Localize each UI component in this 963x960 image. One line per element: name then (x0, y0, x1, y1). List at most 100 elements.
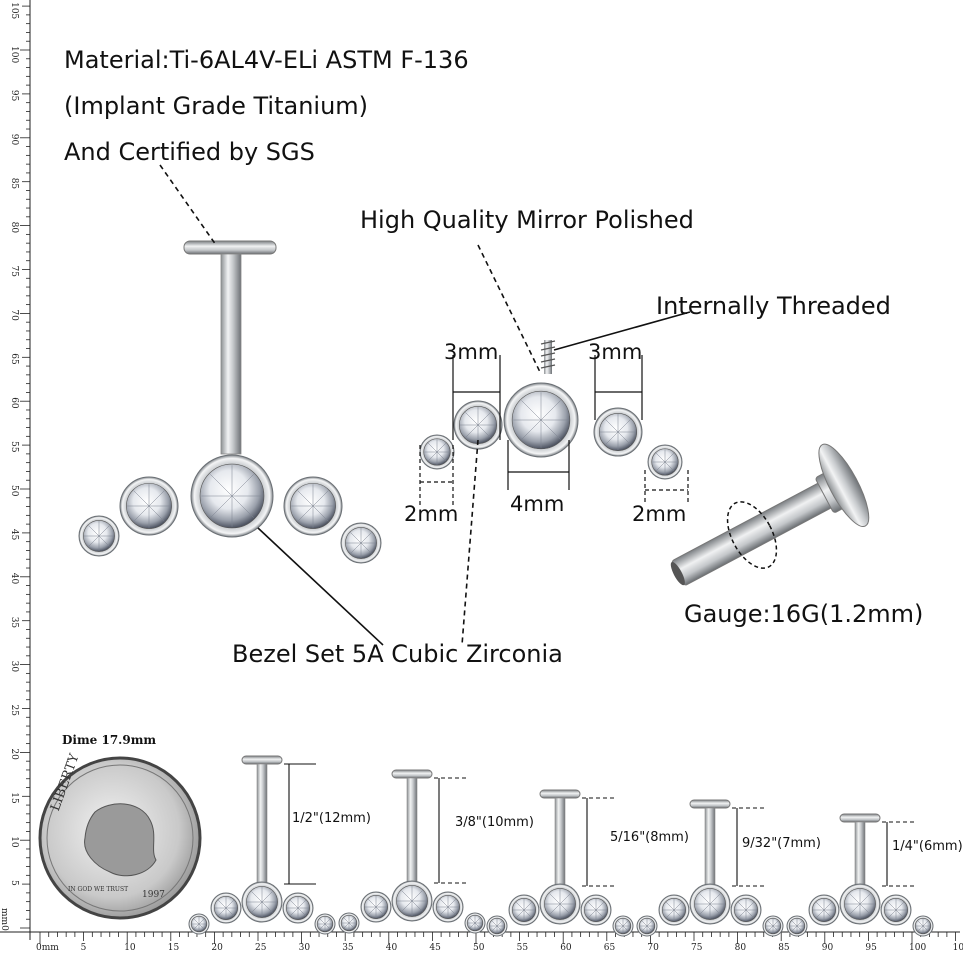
threaded-top-view (419, 340, 683, 480)
top-gem-large-center (503, 382, 579, 458)
ruler-left-label: 80 (9, 222, 19, 234)
dime-coin (38, 756, 202, 920)
top-gem-medium-left (453, 400, 503, 450)
size-label-6mm: 1/4"(6mm) (892, 839, 963, 854)
stud-gem (730, 894, 762, 926)
ruler-left-label: 65 (9, 353, 19, 365)
ruler-bottom-unit: 0mm (36, 943, 59, 953)
ruler-left-label: 75 (9, 266, 19, 278)
flat-back-post (670, 443, 870, 586)
coin-year: 1997 (142, 890, 165, 900)
ruler-bottom-label: 45 (429, 943, 441, 953)
stud-gem (539, 883, 581, 925)
size-stud-5 (786, 813, 934, 937)
gem-small-left (78, 515, 120, 557)
stud-gem (658, 894, 690, 926)
top-gem-small-right (647, 444, 683, 480)
ruler-left-label: 60 (9, 397, 19, 409)
ruler-bottom-label: 25 (255, 943, 267, 953)
dim-center-bottom: 4mm (510, 492, 565, 516)
dim-left-bottom: 2mm (404, 502, 459, 526)
ruler-bottom-label: 50 (473, 943, 485, 953)
size-stud-4 (636, 799, 784, 937)
main-labret-stud (78, 240, 382, 564)
ruler-bottom-label: 40 (386, 943, 398, 953)
stud-gem (880, 894, 912, 926)
ruler-left-label: 10 (9, 836, 19, 848)
size-stud-3 (486, 789, 634, 937)
gem-medium-right (283, 476, 343, 536)
stud-gem (360, 891, 392, 923)
ruler-left-label: 40 (9, 573, 19, 585)
stud-gem (241, 881, 283, 923)
ruler-left-label: 25 (9, 705, 19, 717)
ruler-bottom-label: 15 (168, 943, 180, 953)
size-label-12mm: 1/2"(12mm) (292, 811, 371, 826)
gem-small-right (340, 522, 382, 564)
stud-gem (612, 915, 634, 937)
ruler-bottom-label: 10 (124, 943, 136, 953)
dime-caption: Dime 17.9mm (62, 733, 157, 747)
ruler-left-label: 30 (9, 661, 19, 673)
stud-gem (338, 912, 360, 934)
ruler-bottom-label: 35 (342, 943, 354, 953)
ruler-bottom-label: 65 (604, 943, 616, 953)
stud-gem (508, 894, 540, 926)
ruler-left-unit: mm0 (0, 908, 9, 931)
material-line-1: Material:Ti-6AL4V-ELi ASTM F-136 (64, 46, 469, 74)
ruler-left-label: 45 (9, 529, 19, 541)
stud-gem (432, 891, 464, 923)
stud-gem (580, 894, 612, 926)
ruler-bottom-label: 95 (865, 943, 877, 953)
size-stud-1 (188, 755, 336, 935)
stud-gem (391, 880, 433, 922)
top-gem-small-left (419, 434, 455, 470)
stud-gem (314, 913, 336, 935)
ruler-left-label: 85 (9, 178, 19, 190)
material-line-3: And Certified by SGS (64, 138, 315, 166)
stud-gem (762, 915, 784, 937)
ruler-bottom-label: 100 (909, 943, 926, 953)
ruler-left-label: 90 (9, 134, 19, 146)
ruler-left-label: 70 (9, 309, 19, 321)
size-label-8mm: 5/16"(8mm) (610, 830, 689, 845)
dim-right-top: 3mm (588, 340, 643, 364)
ruler-bottom-label: 10 (953, 943, 963, 953)
ruler-left-label: 100 (9, 46, 19, 63)
stud-gem (486, 915, 508, 937)
internally-threaded-callout: Internally Threaded (656, 292, 891, 320)
stud-gem (912, 915, 934, 937)
dim-left-top: 3mm (444, 340, 499, 364)
ruler-bottom-label: 80 (735, 943, 747, 953)
ruler-left-label: 95 (9, 90, 19, 102)
top-gem-medium-right (593, 407, 643, 457)
ruler-bottom-label: 75 (691, 943, 703, 953)
ruler-bottom-label: 30 (299, 943, 311, 953)
gem-medium-left (119, 476, 179, 536)
stud-gem (689, 883, 731, 925)
ruler-left-label: 15 (9, 792, 19, 804)
gem-large-center (190, 454, 274, 538)
ruler-bottom-label: 70 (647, 943, 659, 953)
ruler-bottom-label: 85 (778, 943, 790, 953)
ruler-bottom-label: 20 (211, 943, 223, 953)
mirror-polished-callout: High Quality Mirror Polished (360, 206, 694, 234)
size-chart-studs (188, 755, 934, 937)
size-label-7mm: 9/32"(7mm) (742, 836, 821, 851)
ruler-left-label: 50 (9, 485, 19, 497)
gauge-callout: Gauge:16G(1.2mm) (684, 600, 924, 628)
bezel-set-callout: Bezel Set 5A Cubic Zirconia (232, 640, 563, 668)
ruler-bottom-label: 55 (517, 943, 529, 953)
stud-gem (464, 912, 486, 934)
ruler-left-label: 55 (9, 441, 19, 453)
stud-gem (636, 915, 658, 937)
stud-gem (839, 883, 881, 925)
ruler-bottom-label: 60 (560, 943, 572, 953)
stud-gem (210, 892, 242, 924)
stud-gem (282, 892, 314, 924)
size-stud-2 (338, 769, 486, 934)
size-label-10mm: 3/8"(10mm) (455, 815, 534, 830)
ruler-bottom-label: 5 (81, 943, 87, 953)
